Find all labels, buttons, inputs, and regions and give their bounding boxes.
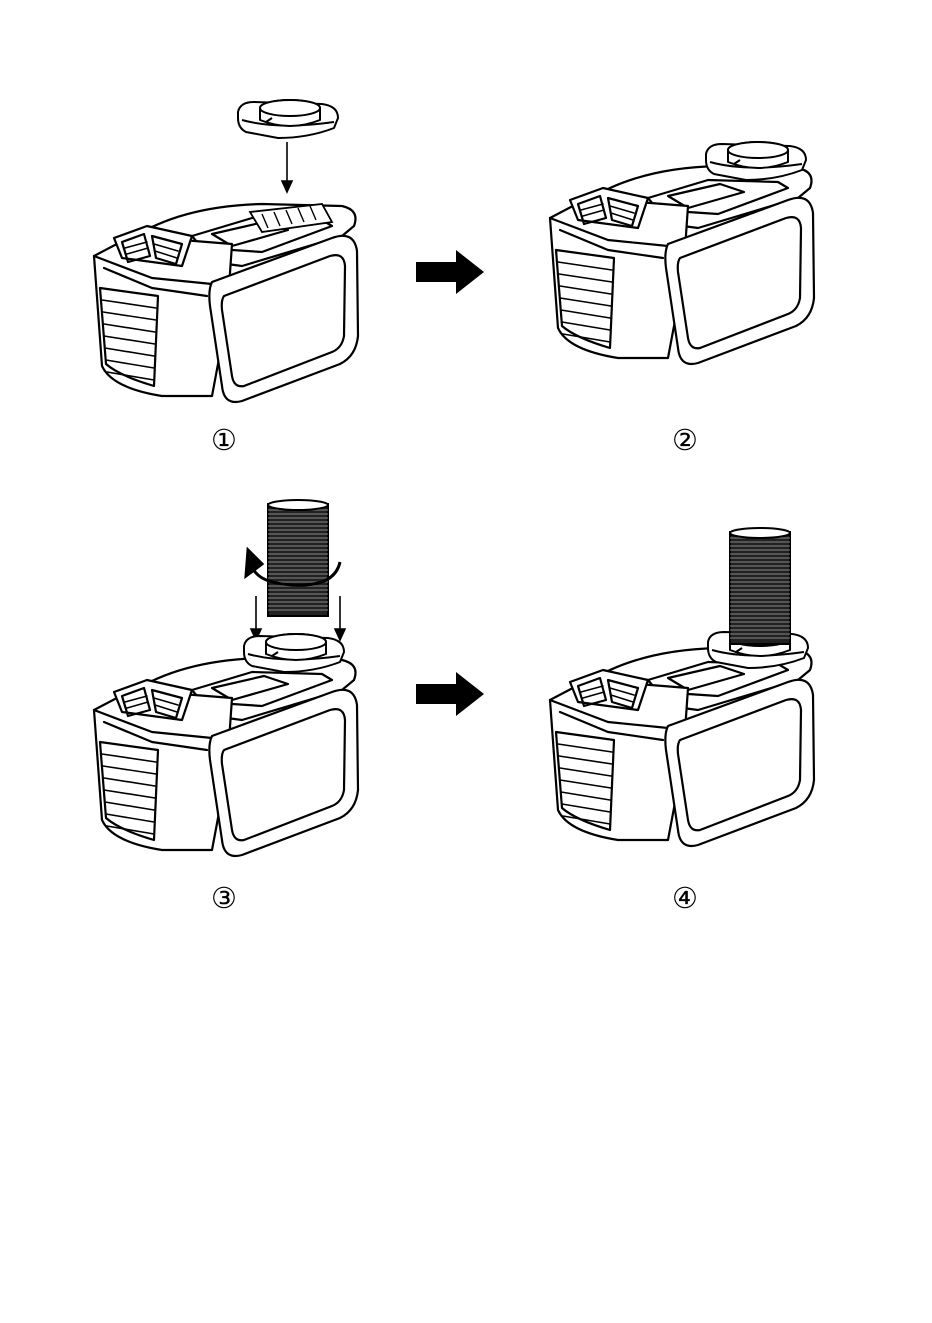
air-conditioner-unit bbox=[550, 648, 814, 846]
step-label-4: ④ bbox=[672, 881, 698, 915]
step-2-panel bbox=[550, 142, 814, 364]
down-arrow bbox=[282, 142, 292, 192]
step-4-panel bbox=[550, 528, 814, 846]
window-adapter bbox=[706, 142, 806, 180]
step-label-3: ③ bbox=[211, 881, 237, 915]
next-step-arrow bbox=[416, 250, 484, 294]
air-conditioner-unit bbox=[94, 658, 358, 856]
air-conditioner-unit bbox=[94, 204, 358, 402]
exhaust-hose bbox=[730, 528, 790, 644]
window-adapter bbox=[244, 634, 344, 672]
step-label-2: ② bbox=[672, 423, 698, 457]
exhaust-hose bbox=[268, 500, 328, 616]
step-label-1: ① bbox=[211, 423, 237, 457]
step-3-panel bbox=[94, 500, 358, 856]
step-1-panel bbox=[94, 100, 358, 402]
next-step-arrow bbox=[416, 672, 484, 716]
air-conditioner-unit bbox=[550, 166, 814, 364]
window-adapter bbox=[238, 100, 338, 138]
